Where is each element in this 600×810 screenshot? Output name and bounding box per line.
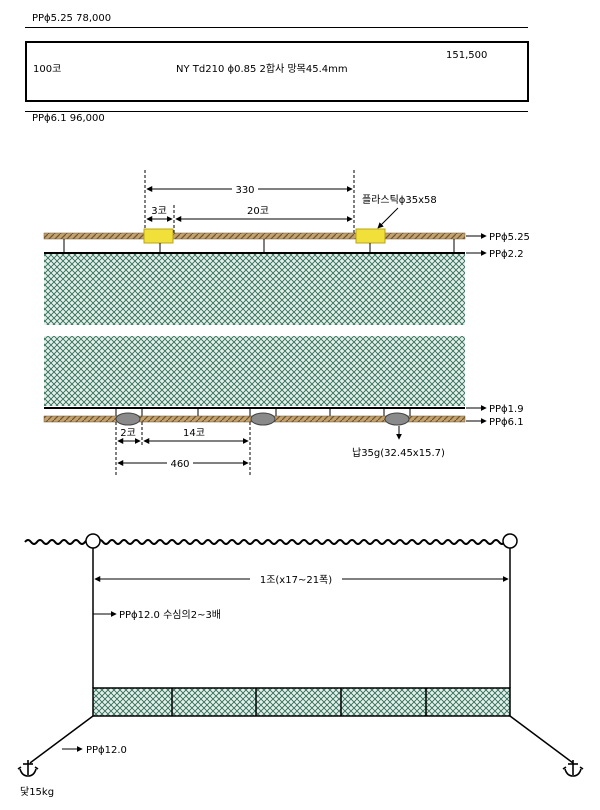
anchor-right-icon [562,760,584,777]
dim-330-label: 330 [235,185,254,196]
dim-460-label: 460 [170,459,189,470]
dimension-bottom: 2코 14코 460 [115,422,251,475]
float-leader [377,207,399,229]
anchor-line-right [509,715,574,764]
spec-price: 151,500 [446,50,488,61]
float-2 [355,228,386,244]
buoy-left [85,533,101,549]
net-panel-lower [44,336,465,406]
dim-2-label: 2코 [120,428,136,439]
float-1 [143,228,174,244]
dim-3-label: 3코 [151,206,167,217]
dim-14-label: 14코 [183,428,205,439]
span-label: 1조(x17~21폭) [260,574,332,586]
float-label: 플라스틱ϕ35x58 [362,194,437,206]
header-divider-top [25,27,528,28]
spec-count: 100코 [33,64,62,75]
net-panel-upper [44,254,465,325]
buoy-right [502,533,518,549]
net-string [92,687,511,717]
anchor-line-label: PPϕ12.0 [86,745,127,756]
anchor-label: 닻15kg [20,786,54,798]
anchor-left-icon [17,760,39,777]
bottom-rope-price: PPϕ6.1 96,000 [32,113,105,124]
anchor-line-left [29,715,94,764]
head-rope [43,232,466,240]
dimension-total-top: 330 [144,170,355,236]
sinker-label: 납35g(32.45x15.7) [352,447,445,459]
rope-bottom-inner-label: PPϕ1.9 [489,404,524,415]
top-rope-price: PPϕ5.25 78,000 [32,13,112,24]
dim-20-label: 20코 [247,206,269,217]
top-ties [63,239,455,253]
dimension-top-sub: 3코 20코 [146,205,353,236]
buoy-line-label: PPϕ12.0 수심의2~3배 [119,609,221,621]
header-divider-bottom [25,111,528,112]
spec-box [25,41,529,102]
rope-bottom-label: PPϕ6.1 [489,417,524,428]
sinker-2 [250,412,276,426]
water-surface [24,539,506,545]
sinker-1 [115,412,141,426]
spec-description: NY Td210 ϕ0.85 2합사 망목45.4mm [176,64,348,75]
rope-top-label: PPϕ5.25 [489,232,530,243]
sinker-3 [384,412,410,426]
rope-top-inner-label: PPϕ2.2 [489,249,524,260]
